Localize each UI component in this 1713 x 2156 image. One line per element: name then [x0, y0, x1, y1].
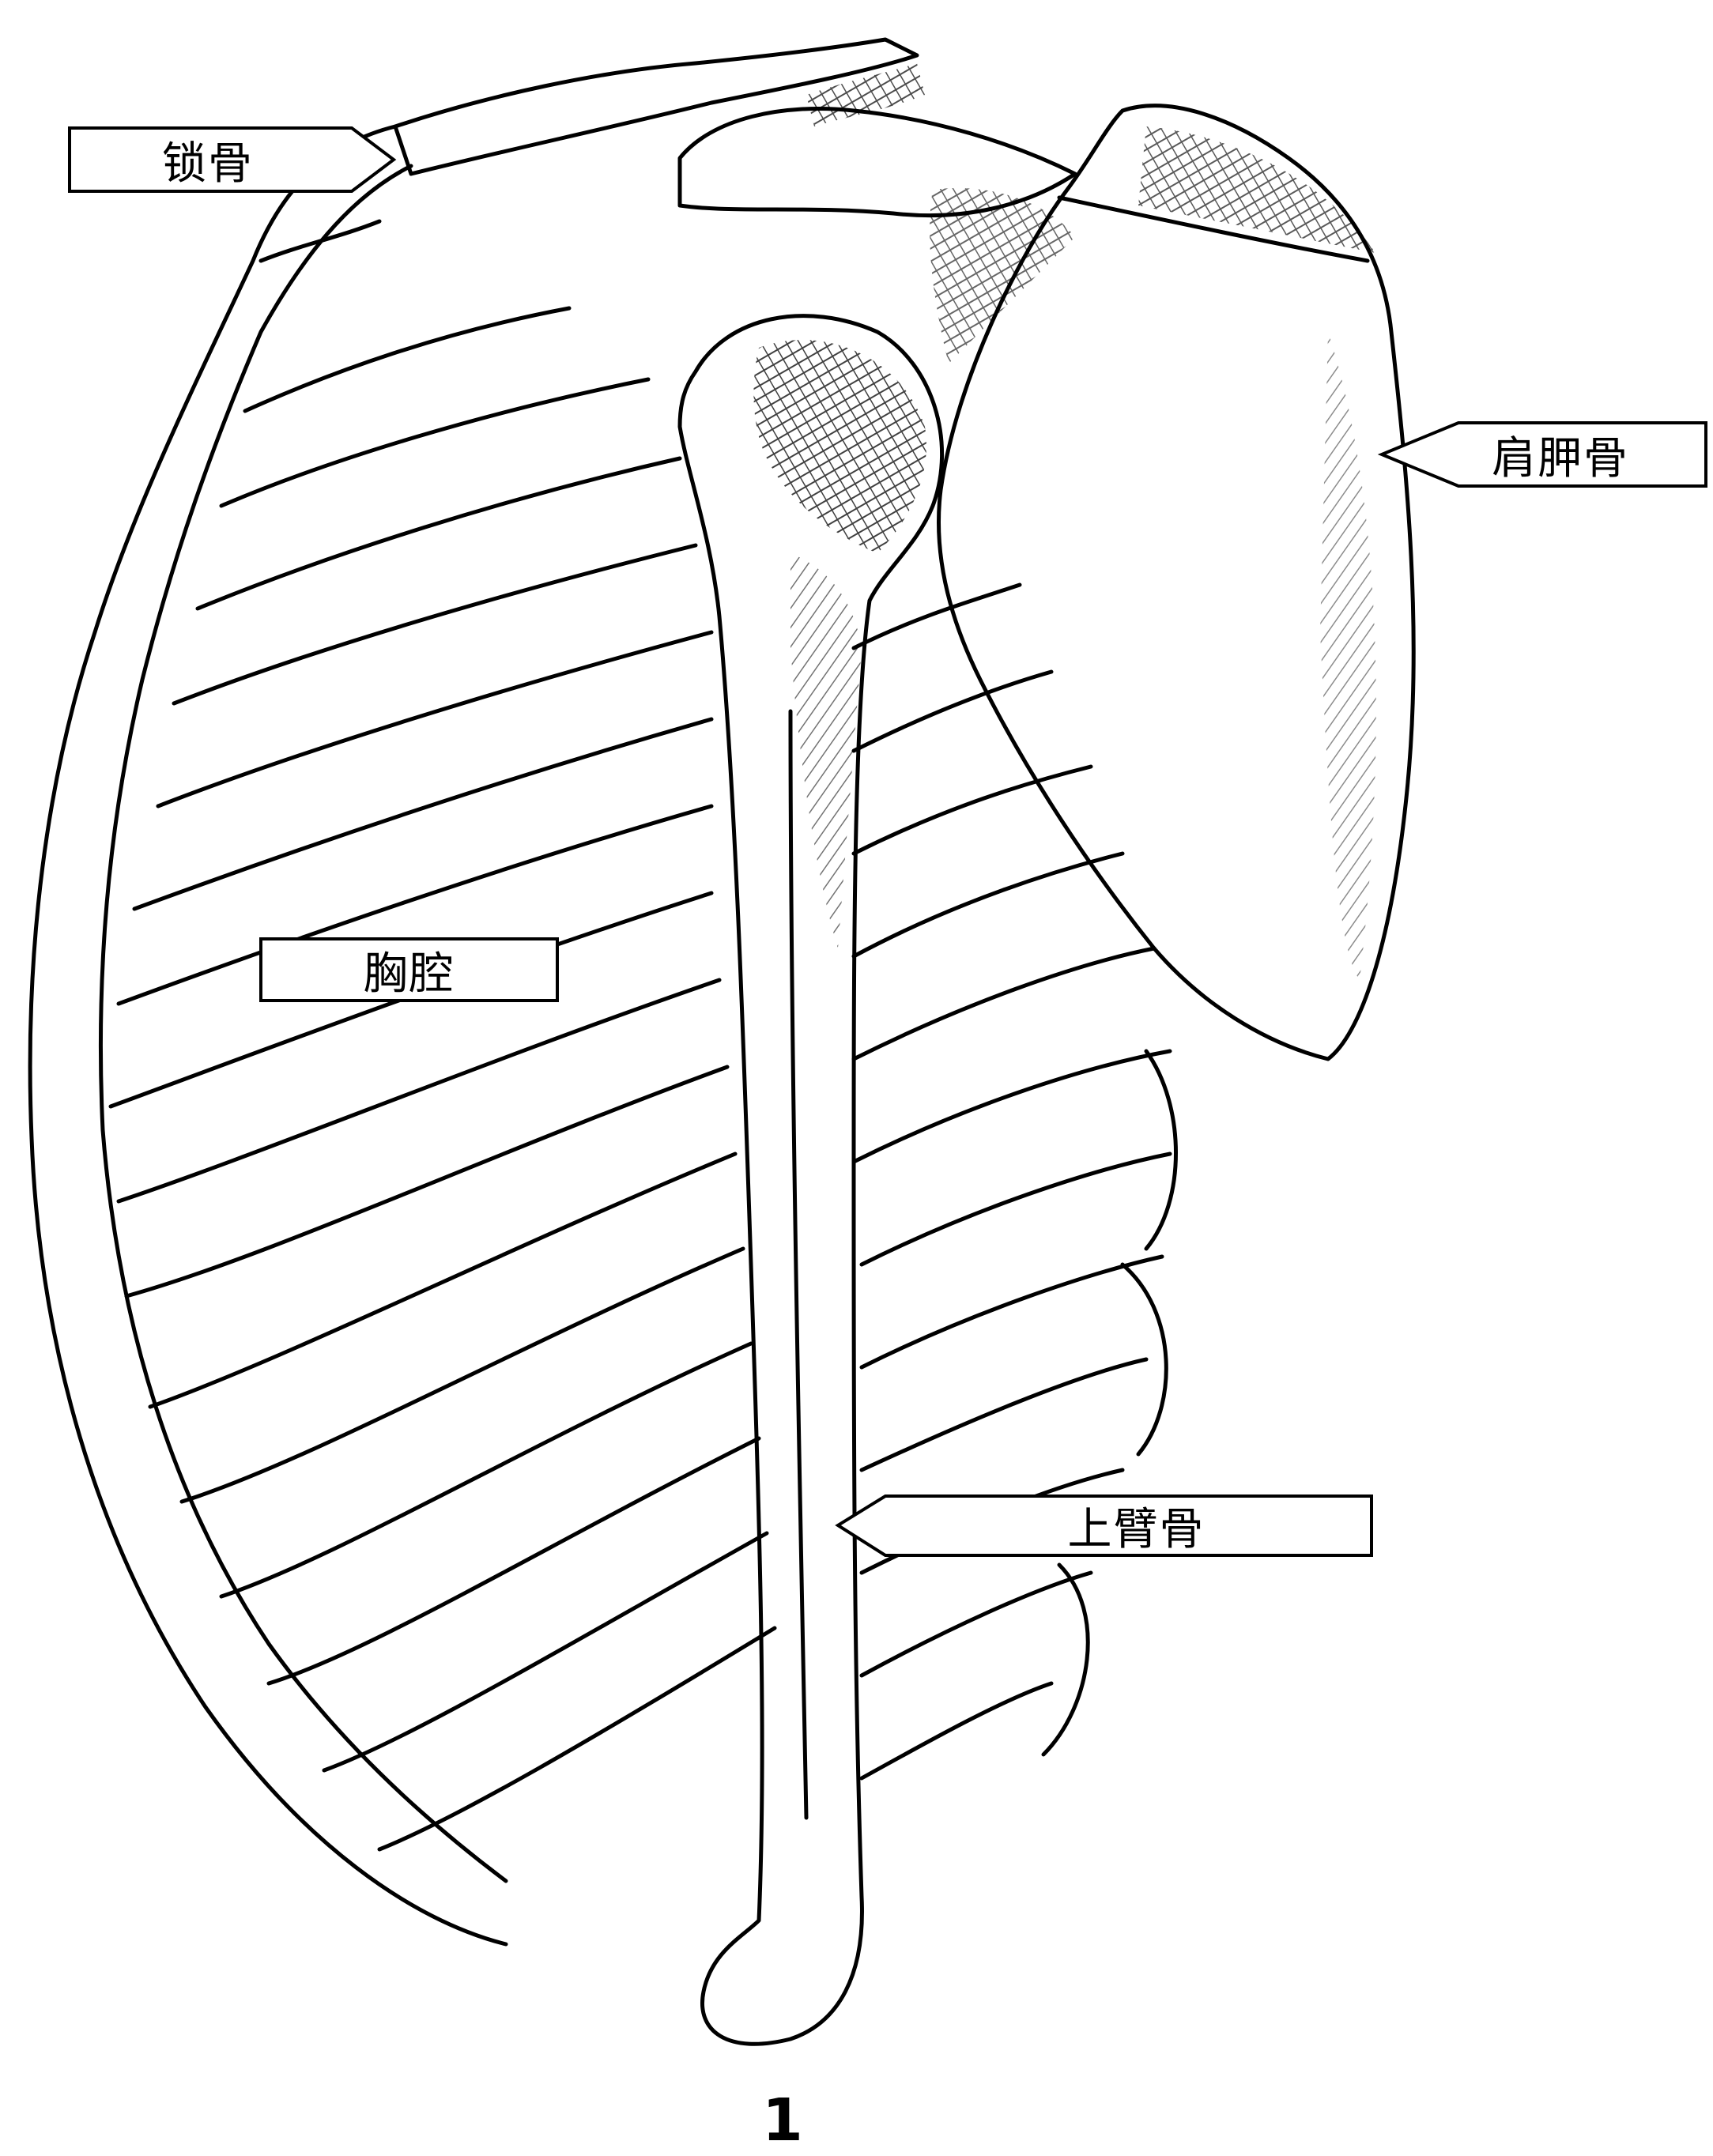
rib-right-7: [862, 1154, 1170, 1265]
rib-right-2: [854, 672, 1051, 751]
ribcage-inner-outline: [100, 166, 506, 1881]
rib-curl-3: [1043, 1565, 1088, 1755]
rib-left-4: [198, 458, 680, 609]
rib-right-12: [862, 1683, 1051, 1778]
rib-left-1: [261, 221, 379, 261]
rib-right-11: [862, 1573, 1091, 1675]
rib-curl-1: [1146, 1051, 1176, 1249]
humerus-shaft-line: [790, 711, 806, 1818]
rib-left-7: [134, 719, 711, 909]
rib-left-17: [379, 1628, 775, 1849]
rib-right-6: [854, 1051, 1170, 1162]
rib-left-11: [126, 1067, 727, 1296]
rib-left-16: [324, 1533, 767, 1770]
rib-right-5: [854, 948, 1154, 1059]
rib-right-4: [854, 854, 1123, 956]
rib-left-5: [174, 545, 696, 703]
figure-number: 1: [735, 2086, 830, 2154]
scapula-callout: [1382, 423, 1706, 486]
humerus-callout: [838, 1496, 1372, 1555]
rib-right-1: [854, 585, 1020, 648]
rib-left-13: [182, 1249, 743, 1502]
rib-left-14: [221, 1344, 751, 1596]
rib-left-15: [269, 1438, 759, 1683]
rib-right-9: [862, 1359, 1146, 1470]
rib-left-12: [150, 1154, 735, 1407]
rib-left-3: [221, 379, 648, 506]
thorax-callout: [261, 939, 557, 1001]
rib-left-10: [119, 980, 719, 1201]
rib-left-6: [158, 632, 711, 806]
clavicle-callout: [70, 128, 394, 191]
rib-left-2: [245, 308, 569, 411]
rib-right-8: [862, 1257, 1162, 1367]
